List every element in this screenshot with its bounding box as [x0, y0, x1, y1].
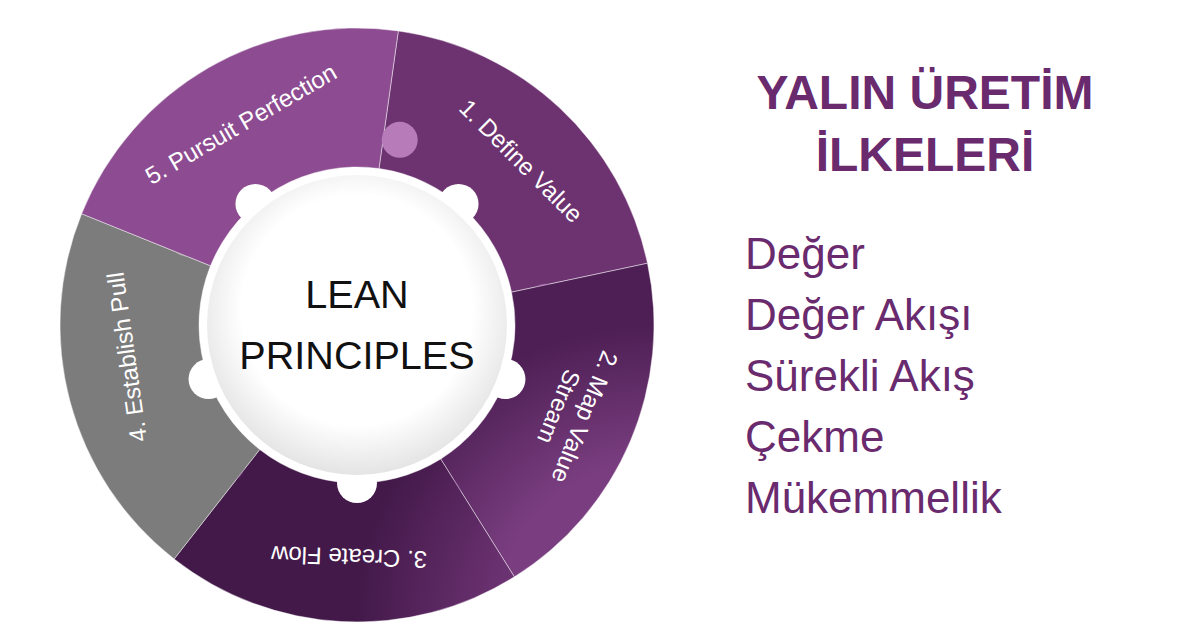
- puzzle-knob: [425, 476, 461, 512]
- principle-item: Sürekli Akış: [745, 350, 975, 403]
- puzzle-knob: [170, 221, 206, 257]
- puzzle-segment: 4. Establish Pull: [60, 28, 654, 622]
- segment-path: [60, 214, 260, 559]
- segment-label: 1. Define Value: [454, 94, 588, 228]
- center-circle: LEAN PRINCIPLES: [207, 175, 507, 475]
- puzzle-segment: 5. Pursuit Perfection: [60, 28, 654, 622]
- puzzle-knob: [528, 284, 564, 320]
- puzzle-knob: [235, 184, 275, 224]
- segment-shape: [60, 28, 654, 622]
- segment-label: 4. Establish Pull: [102, 271, 153, 444]
- center-disc: [207, 175, 507, 475]
- principle-item: Mükemmellik: [745, 472, 1002, 525]
- puzzle-segment: 1. Define Value: [60, 28, 654, 622]
- principle-item: Değer Akışı: [745, 289, 972, 342]
- segment-shape: [60, 28, 654, 622]
- segment-path: [379, 31, 648, 292]
- segment-shape: [60, 28, 654, 622]
- center-title: LEAN PRINCIPLES: [222, 264, 492, 387]
- segment-shape: [60, 28, 654, 622]
- principle-item: Değer: [745, 228, 865, 281]
- center-shape: [207, 175, 507, 475]
- center-text-wrap: LEAN PRINCIPLES: [207, 175, 507, 475]
- segment-shape: [60, 28, 654, 622]
- puzzle-knob: [439, 184, 479, 224]
- page-title: YALIN ÜRETİM İLKELERİ: [735, 62, 1115, 187]
- puzzle-knob: [337, 463, 377, 503]
- segment-path: [82, 28, 399, 266]
- puzzle-segment: 2. Map Value Stream: [60, 28, 654, 622]
- segment-label: 3. Create Flow: [270, 540, 427, 573]
- puzzle-knob: [209, 446, 245, 482]
- puzzle-knob: [485, 359, 525, 399]
- puzzle-segment: 3. Create Flow: [60, 28, 654, 622]
- puzzle-knob: [382, 122, 418, 158]
- segment-label: 5. Pursuit Perfection: [141, 58, 342, 190]
- segment-path: [441, 263, 654, 577]
- principle-item: Çekme: [745, 411, 884, 464]
- puzzle-knob: [189, 359, 229, 399]
- segment-path: [174, 450, 514, 622]
- segment-label: 2. Map Value Stream: [516, 325, 629, 499]
